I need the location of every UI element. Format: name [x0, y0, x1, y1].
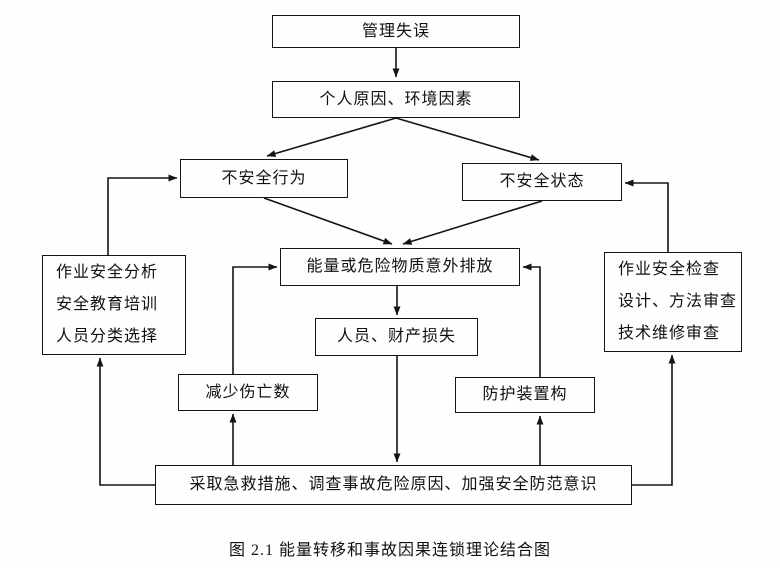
- node-right-safety-measures: 作业安全检查 设计、方法审查 技术维修审查: [604, 252, 742, 352]
- node-unsafe-state: 不安全状态: [462, 163, 622, 201]
- node-casualty-property-loss: 人员、财产损失: [315, 318, 478, 356]
- node-emergency-measures: 采取急救措施、调查事故危险原因、加强安全防范意识: [155, 465, 632, 505]
- left-measure-line-3: 人员分类选择: [56, 328, 159, 345]
- right-measure-line-1: 作业安全检查: [618, 261, 721, 278]
- left-measure-line-1: 作业安全分析: [56, 264, 159, 281]
- node-energy-release: 能量或危险物质意外排放: [280, 248, 520, 286]
- node-unsafe-behavior: 不安全行为: [180, 159, 348, 198]
- figure-caption: 图 2.1 能量转移和事故因果连锁理论结合图: [228, 542, 551, 559]
- node-personal-environment-factors: 个人原因、环境因素: [272, 81, 520, 118]
- node-protective-device: 防护装置构: [455, 377, 595, 413]
- node-management-error: 管理失误: [272, 15, 520, 48]
- right-measure-line-3: 技术维修审查: [618, 325, 721, 342]
- node-left-safety-measures: 作业安全分析 安全教育培训 人员分类选择: [42, 255, 186, 355]
- right-measure-line-2: 设计、方法审查: [618, 293, 738, 310]
- left-measure-line-2: 安全教育培训: [56, 296, 159, 313]
- node-reduce-casualties: 减少伤亡数: [178, 374, 318, 411]
